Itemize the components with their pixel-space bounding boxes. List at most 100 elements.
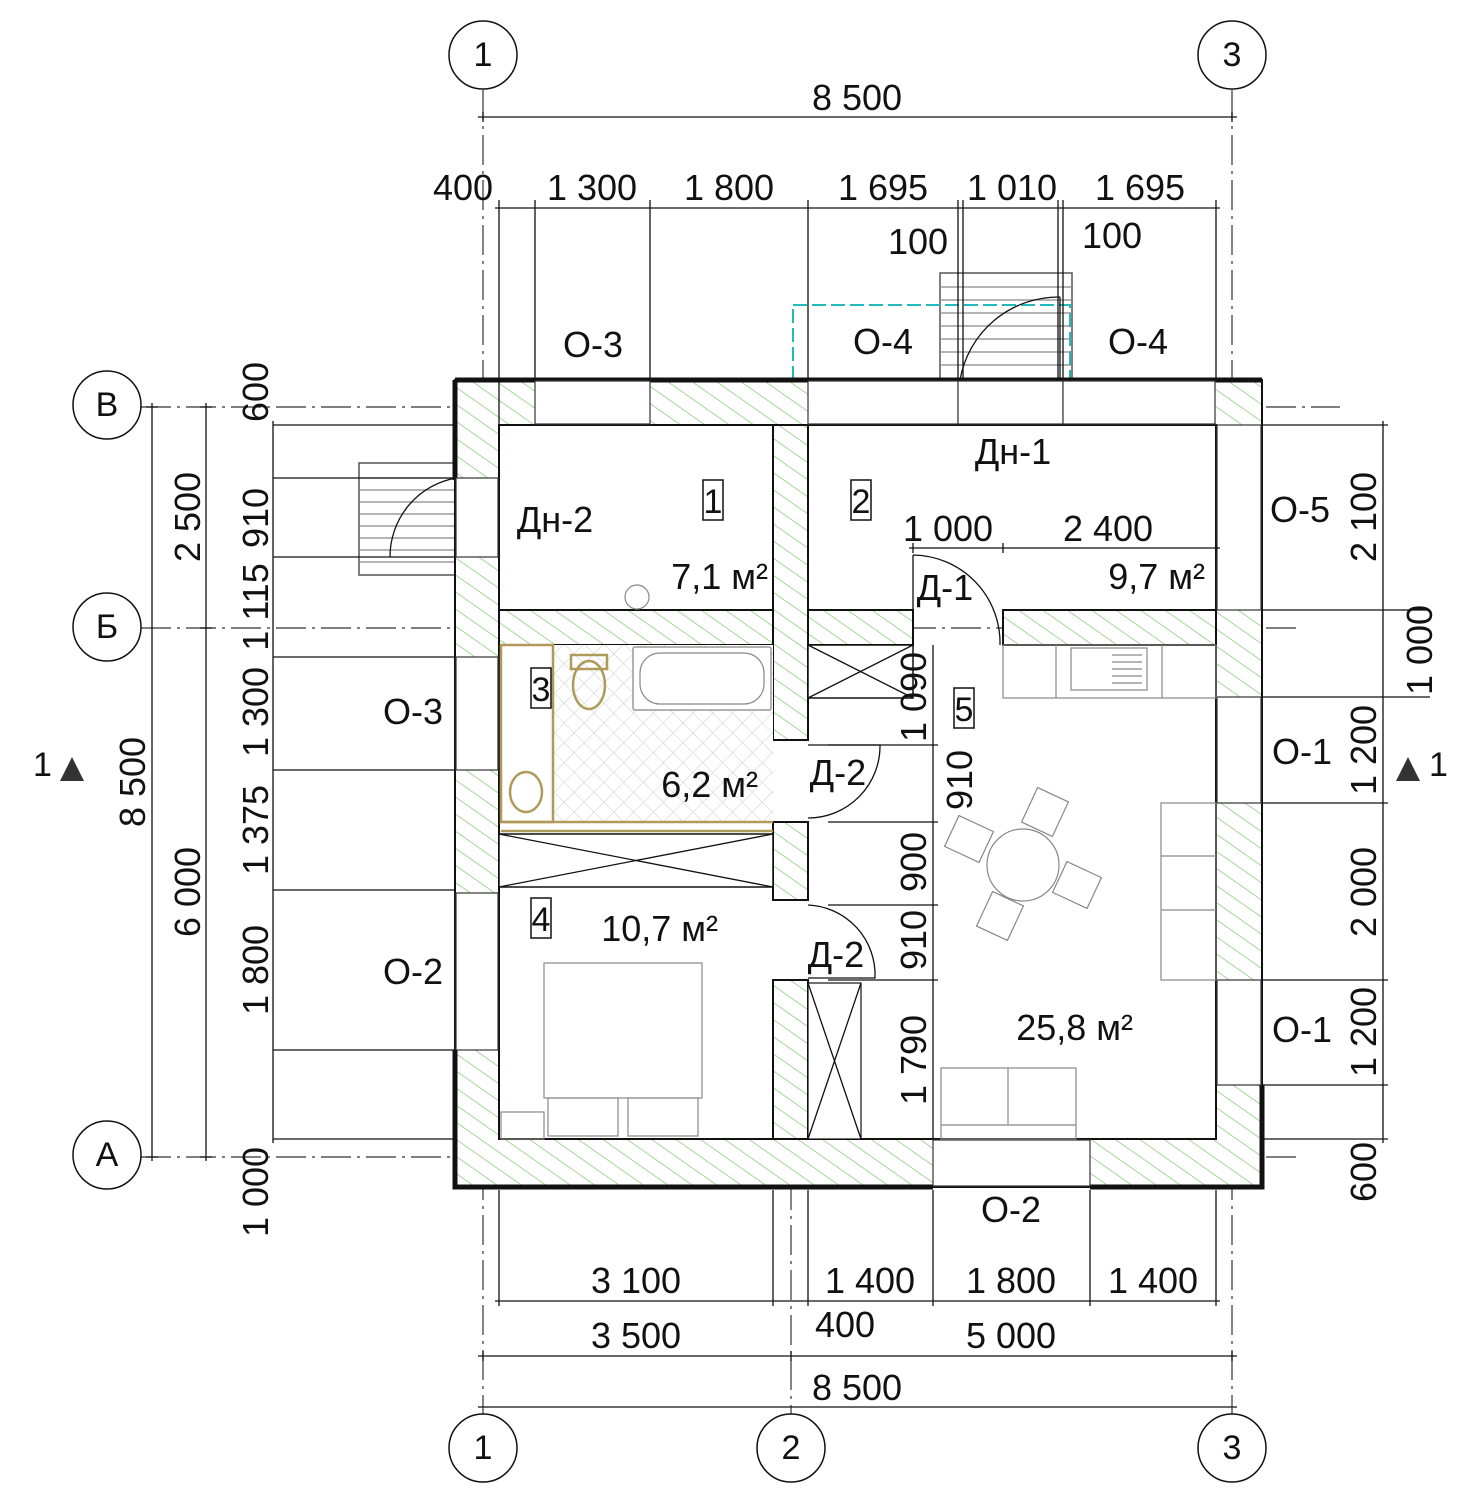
- dim-label: 1 400: [825, 1260, 915, 1301]
- window-label: О-4: [853, 321, 913, 362]
- dim-label: 900: [893, 832, 934, 892]
- window-label: О-4: [1108, 321, 1168, 362]
- window-o1-bottom: [1216, 979, 1262, 1086]
- walls: [452, 377, 1265, 1190]
- section-mark-left: 1: [33, 746, 84, 784]
- dimension-labels: 8 500 400 1 300 1 800 1 695 1 010 1 695 …: [112, 77, 1440, 1408]
- sideboard: [1160, 802, 1217, 981]
- door-swing-d1: [912, 554, 1001, 646]
- window-o3-left: [455, 656, 499, 771]
- toilet-icon: [571, 659, 607, 711]
- dim-label: 910: [939, 750, 980, 810]
- openings: [389, 296, 1262, 1187]
- dim-label: 1 200: [1343, 987, 1384, 1077]
- door-swing-d2-lower: [807, 904, 876, 979]
- dim-label: 2 000: [1343, 847, 1384, 937]
- dim-label: 1 115: [235, 563, 276, 650]
- section-arrow-icon: [1396, 757, 1420, 781]
- door-dn1-opening: [957, 380, 1064, 425]
- room-number: 4: [532, 901, 551, 939]
- dim-label: 1 000: [235, 1147, 276, 1237]
- room-number: 2: [852, 483, 871, 521]
- dim-label: 2 100: [1343, 472, 1384, 562]
- dim-label: 400: [815, 1304, 875, 1345]
- dim-label: 1 800: [235, 925, 276, 1015]
- furniture: [498, 584, 1217, 1140]
- bed: [500, 962, 703, 1140]
- dining-set: [943, 786, 1103, 942]
- dim-label: 3 100: [591, 1260, 681, 1301]
- dim-label: 1 695: [838, 167, 928, 208]
- door-swing-d2-upper: [807, 744, 881, 819]
- window-label: О-5: [1270, 489, 1330, 530]
- dim-label: 2 400: [1063, 508, 1153, 549]
- axis-left-b: Б: [72, 592, 142, 662]
- entry-porch-left: [358, 462, 456, 576]
- axis-label: В: [96, 386, 119, 424]
- room-number: 1: [704, 483, 723, 521]
- dim-label: 1 800: [684, 167, 774, 208]
- axis-label: 3: [1223, 1429, 1242, 1467]
- dim-label: 1 800: [966, 1260, 1056, 1301]
- window-o2-bottom: [932, 1139, 1091, 1187]
- room-area: 9,7 м²: [1108, 556, 1205, 597]
- kitchen-counter: [1002, 644, 1217, 699]
- room-area: 7,1 м²: [671, 556, 768, 597]
- window-label: О-2: [981, 1189, 1041, 1230]
- dim-label: 8 500: [812, 1367, 902, 1408]
- axis-left-v: В: [72, 370, 142, 440]
- axis-bottom-2: 2: [756, 1413, 826, 1483]
- bathtub-icon: [632, 646, 772, 711]
- axis-markers: 1 3 1 2 3 В Б А: [72, 20, 1267, 1483]
- room-2: 2 9,7 м²: [850, 479, 1205, 597]
- dim-label: 8 500: [812, 77, 902, 118]
- sink-icon: [508, 770, 544, 814]
- dim-label: 1 000: [903, 508, 993, 549]
- room-4: 4 10,7 м²: [530, 897, 718, 949]
- door-label: Дн-2: [517, 499, 593, 540]
- dim-label: 1 375: [235, 785, 276, 875]
- dim-label: 1 200: [1343, 705, 1384, 795]
- dim-label: 600: [1343, 1142, 1384, 1202]
- window-o4-right: [1062, 380, 1216, 425]
- axis-label: 1: [474, 1429, 493, 1467]
- section-arrow-icon: [60, 757, 84, 781]
- dim-label: 1 090: [893, 652, 934, 742]
- dim-label: 100: [888, 221, 948, 262]
- axis-label: 2: [782, 1429, 801, 1467]
- room-area: 6,2 м²: [661, 764, 758, 805]
- interior-wall: [498, 609, 914, 646]
- room-3: 3 6,2 м²: [530, 667, 758, 805]
- dim-label: 1 790: [893, 1015, 934, 1105]
- axis-label: Б: [96, 608, 118, 646]
- axis-label: А: [96, 1136, 119, 1174]
- dim-label: 5 000: [966, 1315, 1056, 1356]
- axis-bottom-3: 3: [1197, 1413, 1267, 1483]
- window-label: О-1: [1272, 1009, 1332, 1050]
- axis-top-1: 1: [448, 20, 518, 90]
- door-label: Д-2: [810, 752, 866, 793]
- window-label: О-1: [1272, 731, 1332, 772]
- axis-bottom-1: 1: [448, 1413, 518, 1483]
- dim-label: 910: [235, 488, 276, 548]
- window-o2-left: [455, 892, 499, 1051]
- axis-label: 1: [474, 36, 493, 74]
- section-label: 1: [33, 746, 52, 784]
- dim-label: 1 400: [1108, 1260, 1198, 1301]
- window-o4-left: [807, 380, 959, 425]
- dim-label: 3 500: [591, 1315, 681, 1356]
- dim-label: 1 000: [1399, 605, 1440, 695]
- room-area: 10,7 м²: [601, 908, 718, 949]
- door-label: Д-1: [917, 567, 973, 608]
- dining-table: [986, 828, 1060, 902]
- door-swing-dn2: [389, 477, 457, 558]
- door-dn2-opening: [455, 477, 499, 558]
- axis-label: 3: [1223, 36, 1242, 74]
- window-o5: [1216, 424, 1262, 611]
- room-number: 3: [532, 671, 551, 709]
- room-1: 1 7,1 м²: [671, 479, 768, 597]
- dim-label: 1 695: [1095, 167, 1185, 208]
- door-label: Д-2: [808, 934, 864, 975]
- room-number: 5: [955, 691, 974, 729]
